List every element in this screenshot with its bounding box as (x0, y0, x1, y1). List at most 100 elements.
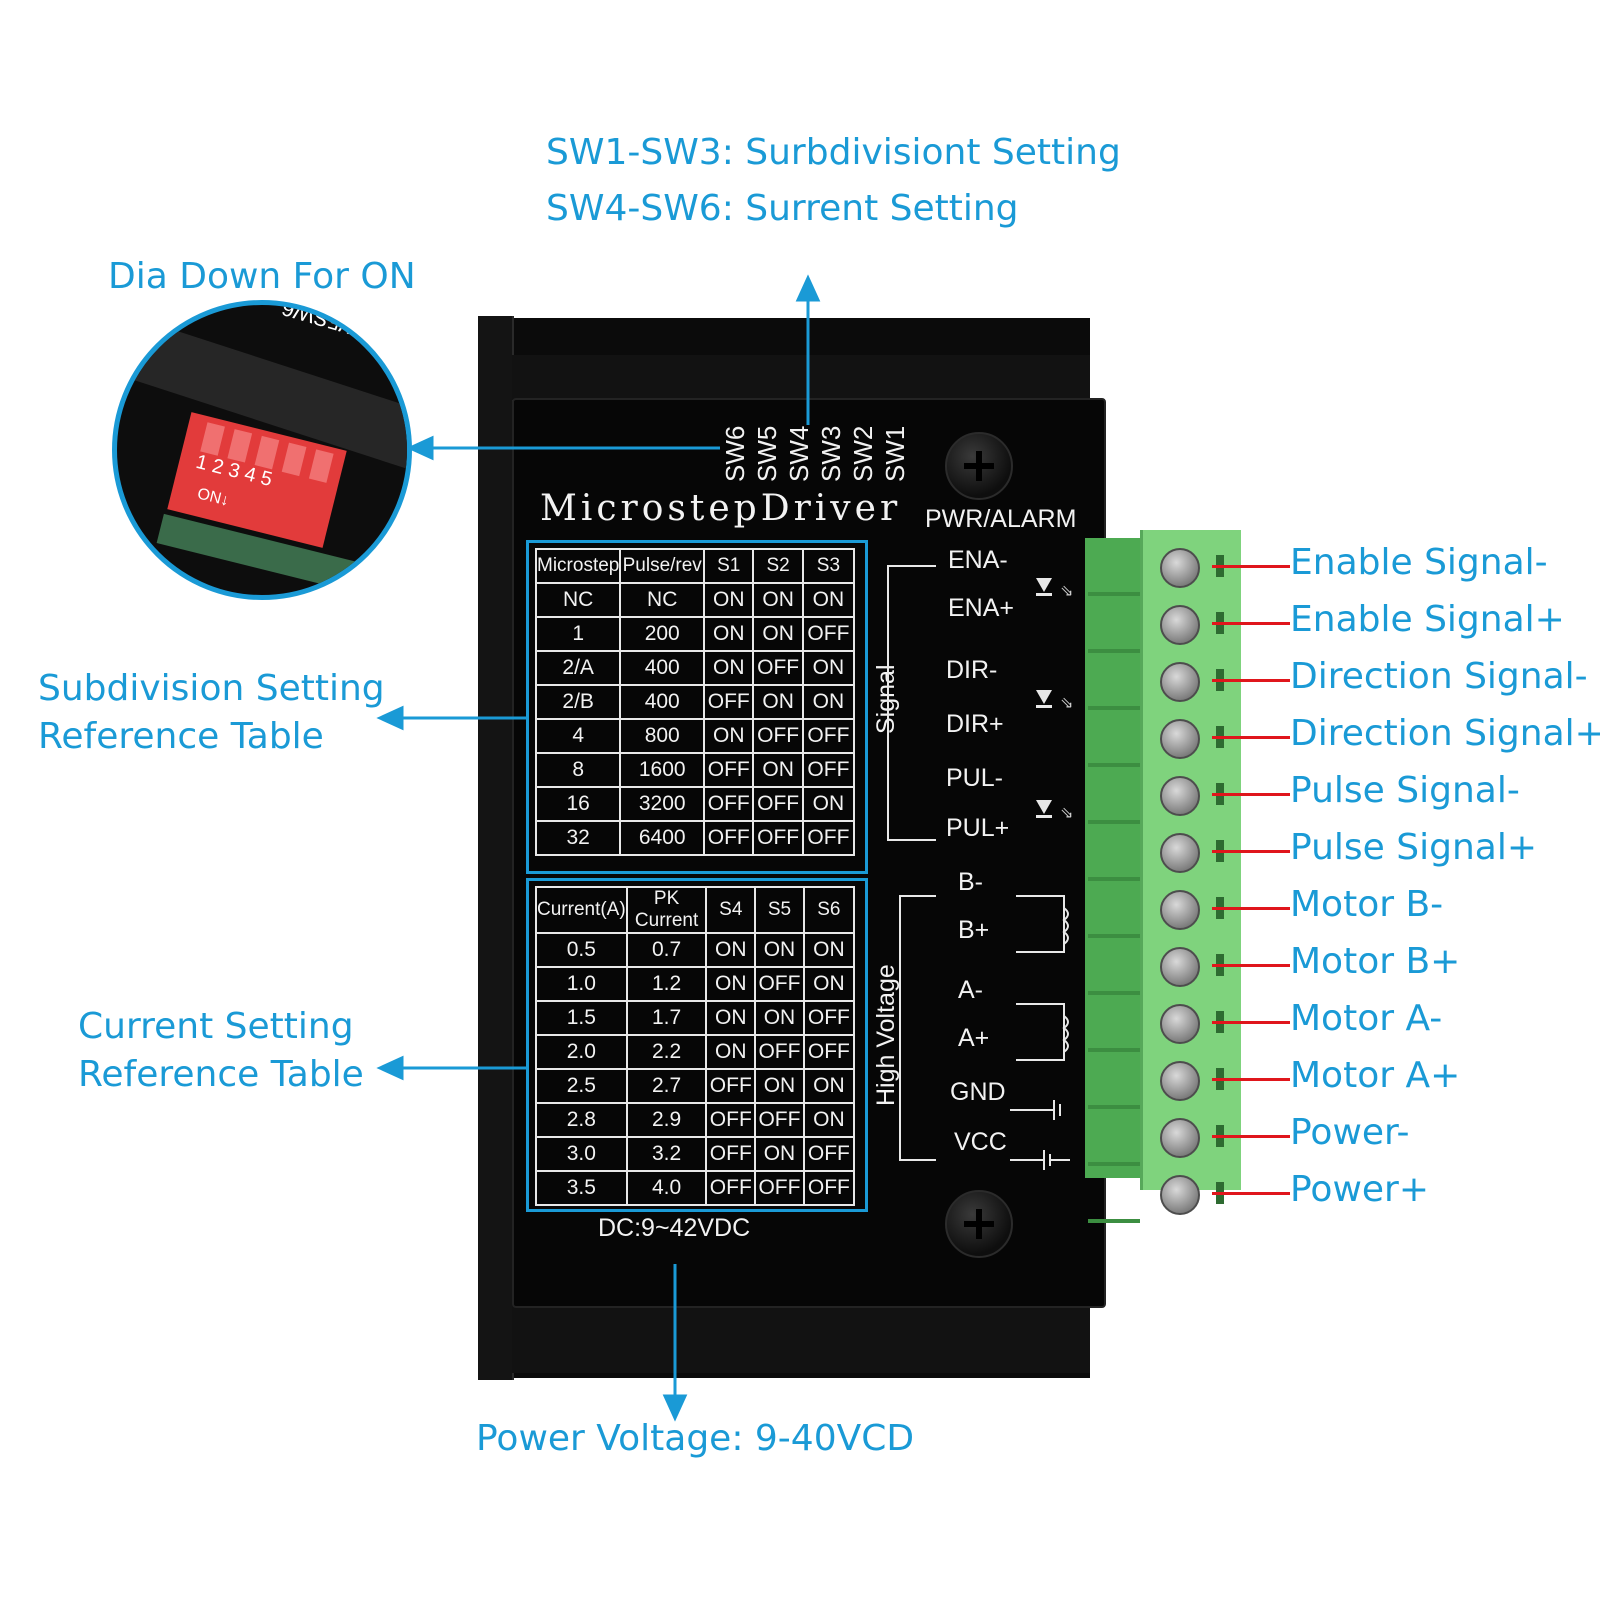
current-cell: 2.0 (535, 1034, 628, 1070)
current-cell: ON (705, 1000, 757, 1036)
microstep-cell: 200 (619, 616, 706, 652)
current-cell: ON (802, 1068, 856, 1104)
current-cell: ON (754, 1000, 805, 1036)
current-cell: 2.7 (625, 1068, 708, 1104)
terminal-lead-line (1212, 565, 1290, 568)
terminal-screw-icon (1160, 605, 1200, 645)
current-header-cell: Current(A) (535, 886, 628, 934)
terminal-label: Motor B+ (1290, 941, 1461, 982)
current-cell: OFF (754, 1102, 805, 1138)
pwr-alarm-label: PWR/ALARM (925, 505, 1077, 533)
microstep-header-cell: Pulse/rev (619, 548, 706, 584)
terminal-label: Enable Signal+ (1290, 599, 1565, 640)
dip-switch-zoom-inset: SW1SW2SW3SW4SW5SW6 Driver 1 2 3 4 5 ON↓ (112, 300, 412, 600)
current-cell: 2.2 (625, 1034, 708, 1070)
terminal-rib (1088, 763, 1140, 767)
terminal-lead-line (1212, 1192, 1290, 1195)
terminal-lead-line (1212, 622, 1290, 625)
current-cell: 0.5 (535, 932, 628, 968)
terminal-rib (1088, 592, 1140, 596)
microstep-cell: NC (619, 582, 706, 618)
terminal-screw-icon (1160, 776, 1200, 816)
current-cell: ON (754, 932, 805, 968)
current-table-frame (526, 878, 868, 1212)
current-cell: OFF (802, 1136, 856, 1172)
terminal-label: Motor B- (1290, 884, 1444, 925)
microstep-cell: OFF (801, 718, 856, 754)
microstep-cell: ON (703, 616, 755, 652)
current-cell: OFF (705, 1136, 757, 1172)
pin-gnd: GND (950, 1078, 1006, 1106)
current-cell: 3.5 (535, 1170, 628, 1206)
terminal-lead-line (1212, 793, 1290, 796)
terminal-lead-line (1212, 907, 1290, 910)
dc-voltage-label: DC:9~42VDC (598, 1214, 751, 1242)
microstep-cell: OFF (801, 820, 856, 856)
terminal-lead-line (1212, 1021, 1290, 1024)
current-cell: ON (754, 1136, 805, 1172)
heatsink-bottom-fin (512, 1302, 1090, 1373)
microstep-cell: ON (752, 582, 804, 618)
microstep-cell: OFF (703, 684, 755, 720)
microstep-cell: OFF (703, 820, 755, 856)
current-cell: ON (802, 1102, 856, 1138)
current-cell: 1.5 (535, 1000, 628, 1036)
microstep-cell: ON (703, 582, 755, 618)
microstep-cell: 1 (534, 616, 622, 652)
current-cell: OFF (754, 966, 805, 1002)
microstep-cell: 400 (619, 684, 706, 720)
pin-dir-minus: DIR- (946, 656, 998, 684)
microstep-cell: OFF (703, 752, 755, 788)
terminal-label: Motor A+ (1290, 1055, 1461, 1096)
terminal-rib (1088, 1048, 1140, 1052)
microstep-cell: ON (703, 718, 755, 754)
current-header-cell: S6 (802, 886, 856, 934)
current-cell: ON (802, 966, 856, 1002)
pin-pul-plus: PUL+ (946, 814, 1010, 842)
current-cell: 4.0 (625, 1170, 708, 1206)
pin-b-plus: B+ (958, 916, 990, 944)
sw3-label: SW3 (816, 425, 846, 482)
terminal-rib (1088, 1105, 1140, 1109)
pin-ena-minus: ENA- (948, 546, 1008, 574)
microstep-cell: ON (801, 582, 856, 618)
signal-group-label: Signal (872, 664, 900, 735)
current-cell: OFF (754, 1034, 805, 1070)
terminal-lead-line (1212, 679, 1290, 682)
current-header-cell: S4 (705, 886, 757, 934)
terminal-rib (1088, 934, 1140, 938)
sw4-label: SW4 (784, 425, 814, 482)
top-screw-icon (945, 432, 1013, 500)
current-cell: 0.7 (625, 932, 708, 968)
current-header-cell: PK Current (625, 886, 708, 934)
current-cell: 1.2 (625, 966, 708, 1002)
microstep-cell: 1600 (619, 752, 706, 788)
terminal-rib (1088, 877, 1140, 881)
current-cell: OFF (705, 1068, 757, 1104)
microstep-cell: OFF (752, 786, 804, 822)
current-header-cell: S5 (754, 886, 805, 934)
sw2-label: SW2 (848, 425, 878, 482)
top-callout-line1: SW1-SW3: Surbdivisiont Setting (546, 132, 1121, 173)
microstep-cell: 400 (619, 650, 706, 686)
high-voltage-group-label: High Voltage (872, 964, 900, 1106)
current-cell: 2.5 (535, 1068, 628, 1104)
pin-dir-plus: DIR+ (946, 710, 1004, 738)
terminal-label: Pulse Signal- (1290, 770, 1520, 811)
terminal-rib (1088, 649, 1140, 653)
current-cell: 3.0 (535, 1136, 628, 1172)
terminal-label: Pulse Signal+ (1290, 827, 1537, 868)
terminal-screw-icon (1160, 890, 1200, 930)
